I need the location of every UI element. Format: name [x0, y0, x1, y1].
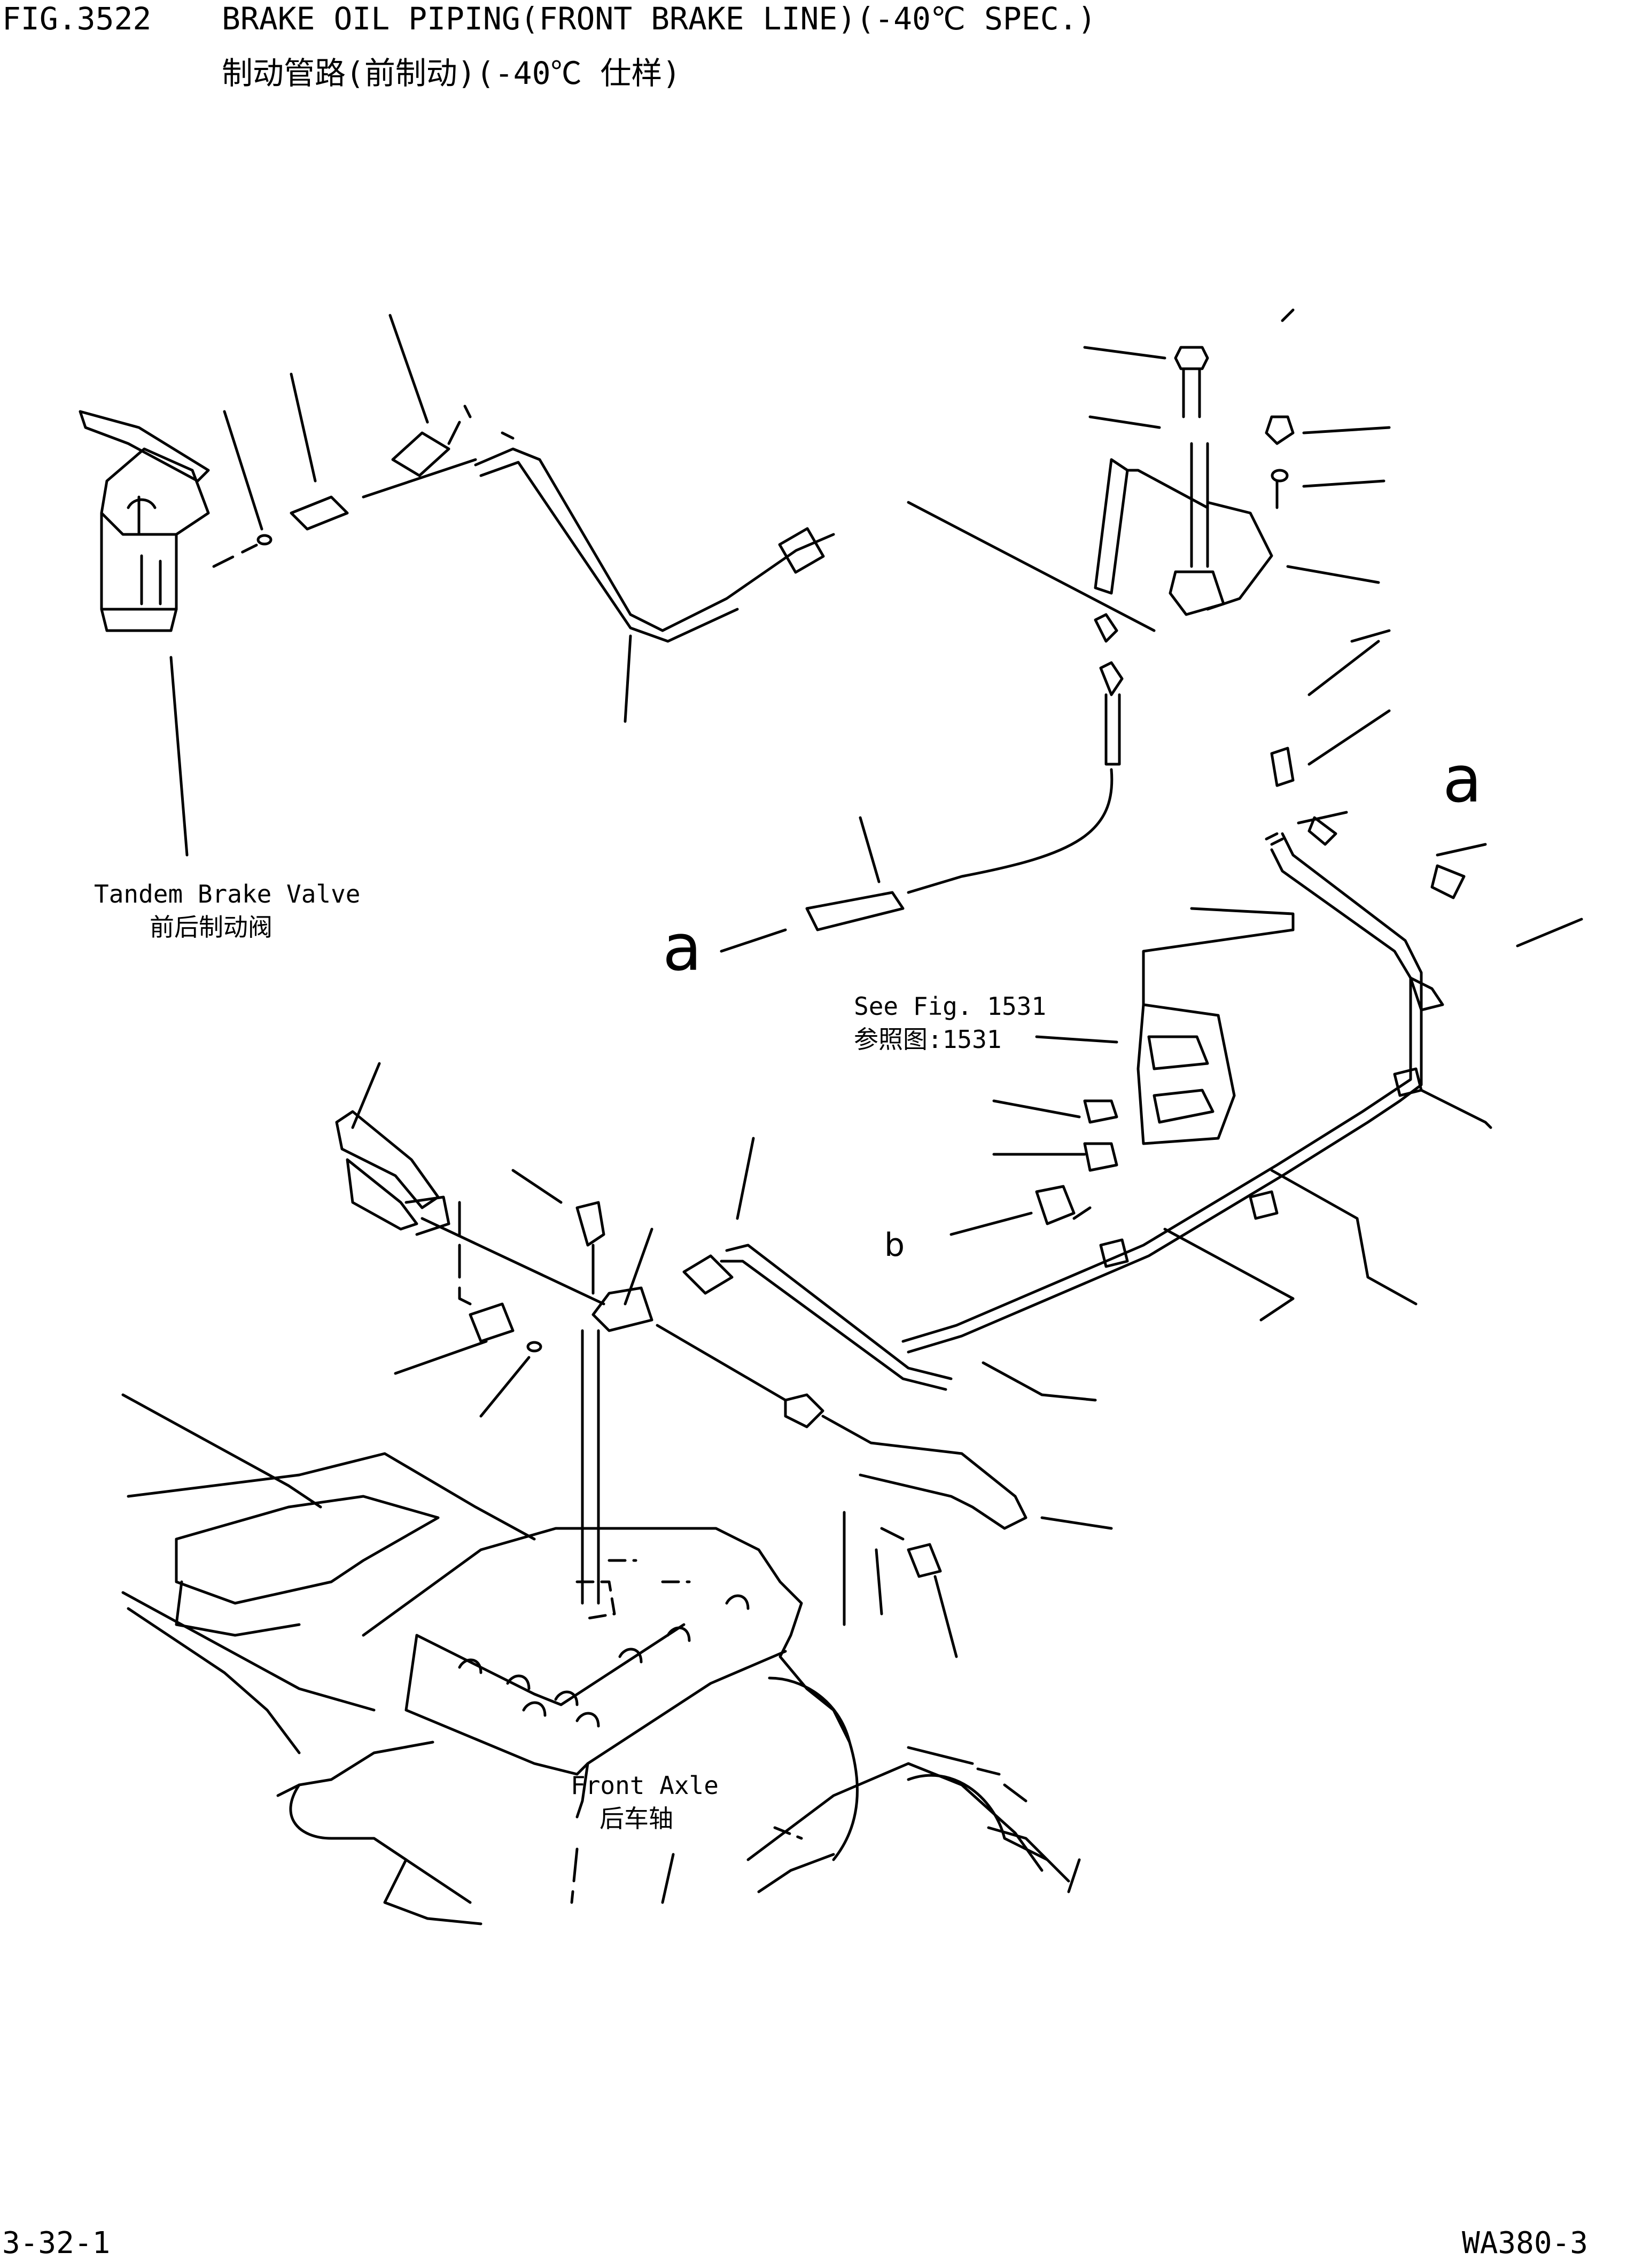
see-fig-label-cn: 参照图:1531 [854, 1025, 1002, 1054]
figure-number: FIG.3522 [2, 1, 152, 37]
page-number: 3-32-1 [2, 2226, 111, 2261]
figure-title-chinese: 制动管路(前制动)(-40℃ 仕样) [222, 55, 681, 91]
front-axle-label: Front Axle [571, 1771, 719, 1800]
tandem-brake-valve-part [79, 410, 210, 857]
see-fig-label: See Fig. 1531 [854, 992, 1047, 1021]
model-number: WA380-3 [1462, 2226, 1589, 2261]
tandem-brake-valve-label-cn: 前后制动阀 [150, 913, 273, 942]
front-axle-label-cn: 后车轴 [600, 1804, 673, 1833]
connector-b-label: b [884, 1226, 905, 1264]
figure-title-english: BRAKE OIL PIPING(FRONT BRAKE LINE)(-40℃ … [222, 1, 1096, 37]
connector-a-right-label: a [1443, 743, 1482, 817]
connector-a-left-label: a [663, 911, 702, 985]
tandem-brake-valve-label: Tandem Brake Valve [94, 880, 361, 908]
